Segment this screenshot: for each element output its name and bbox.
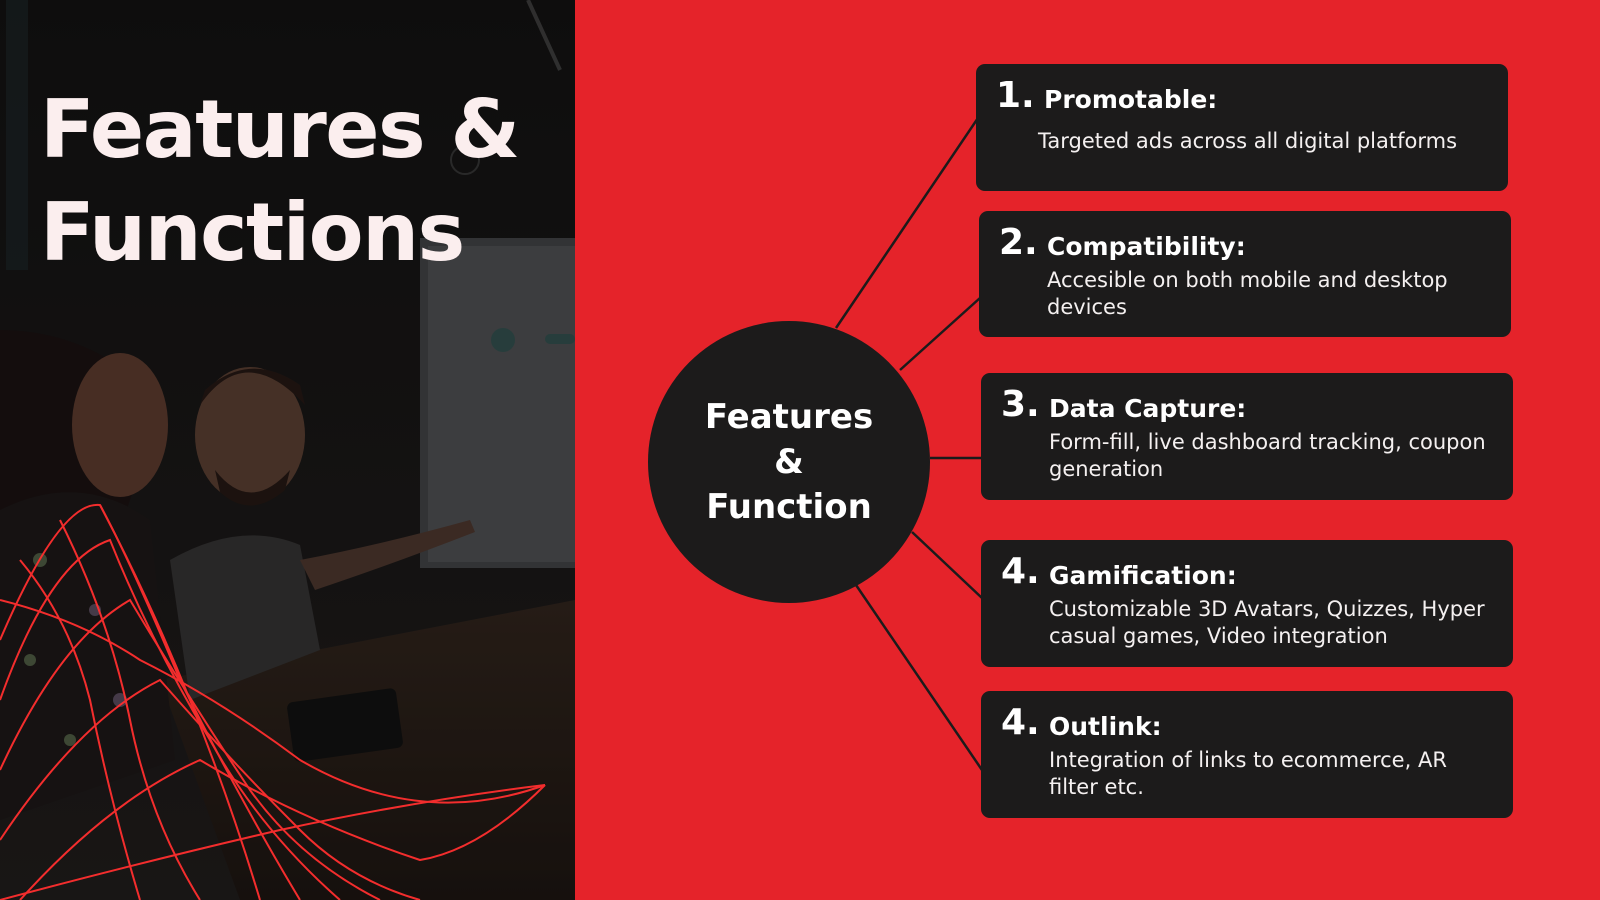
feature-heading: Promotable:: [1044, 85, 1218, 114]
feature-number: 2.: [999, 222, 1038, 263]
hub-circle: Features & Function: [648, 321, 930, 603]
feature-card-promotable: 1. Promotable: Targeted ads across all d…: [976, 64, 1508, 191]
feature-description: Accesible on both mobile and desktop dev…: [1047, 268, 1448, 319]
page-title-line-2: Functions: [40, 186, 465, 279]
feature-heading: Outlink:: [1049, 712, 1162, 741]
hero-image-panel: Features & Functions: [0, 0, 575, 900]
feature-number: 3.: [1001, 384, 1040, 425]
feature-description: Integration of links to ecommerce, AR fi…: [1049, 748, 1447, 799]
feature-number: 1.: [996, 75, 1035, 116]
page-title-line-1: Features &: [40, 83, 520, 176]
hub-label-line-3: Function: [706, 486, 872, 527]
hub-label-line-1: Features: [704, 396, 874, 437]
feature-description: Form-fill, live dashboard tracking, coup…: [1049, 430, 1486, 481]
feature-number: 4.: [1001, 702, 1040, 743]
feature-card-compatibility: 2. Compatibility: Accesible on both mobi…: [979, 211, 1511, 337]
avatar-meeting-illustration: [0, 0, 575, 900]
page-title: Features & Functions: [40, 78, 520, 284]
feature-heading: Compatibility:: [1047, 232, 1246, 261]
feature-card-data-capture: 3. Data Capture: Form-fill, live dashboa…: [981, 373, 1513, 500]
hub-label-line-2: &: [774, 441, 804, 482]
feature-card-gamification: 4. Gamification: Customizable 3D Avatars…: [981, 540, 1513, 667]
feature-number: 4.: [1001, 551, 1040, 592]
feature-card-outlink: 4. Outlink: Integration of links to ecom…: [981, 691, 1513, 818]
feature-heading: Gamification:: [1049, 561, 1237, 590]
feature-heading: Data Capture:: [1049, 394, 1247, 423]
feature-description: Customizable 3D Avatars, Quizzes, Hyper …: [1049, 597, 1485, 648]
feature-description: Targeted ads across all digital platform…: [1038, 129, 1458, 153]
